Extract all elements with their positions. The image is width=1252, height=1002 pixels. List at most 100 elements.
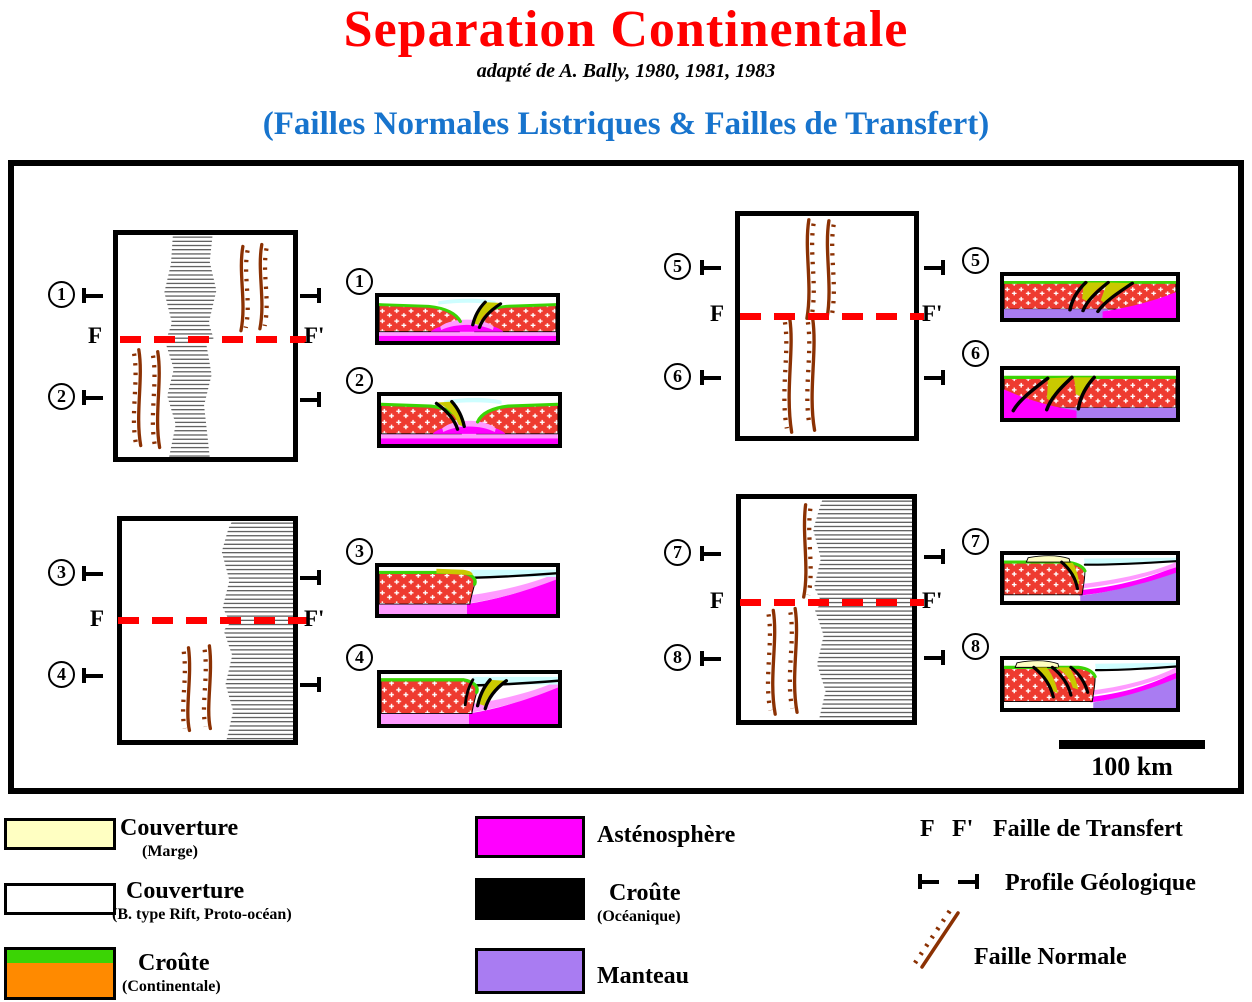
map-stage-3-4 (117, 516, 298, 745)
profile-endpoint-icon (300, 288, 321, 303)
profile-marker-2: 2 (48, 383, 75, 410)
section-svg-7 (1004, 555, 1176, 601)
profile-marker-8: 8 (664, 644, 691, 671)
section-svg-2 (381, 396, 558, 444)
transfer-fault-line (740, 599, 924, 606)
proto-ocean-band (164, 235, 217, 457)
legend-sub: (Continentale) (122, 977, 221, 995)
legend-label-couverture-rift: Couverture (B. type Rift, Proto-océan) (112, 878, 292, 924)
section-svg-8 (1004, 660, 1176, 708)
profile-endpoint-icon (300, 570, 321, 585)
transfer-label-f: F (710, 588, 725, 613)
transfer-label-f: F (88, 323, 103, 348)
profile-marker-7: 7 (664, 539, 691, 566)
profile-marker-3: 3 (48, 559, 75, 586)
section-label-4: 4 (346, 644, 373, 671)
transfer-label-f: F (90, 606, 105, 631)
profile-endpoint-icon (82, 566, 103, 581)
cross-section-5 (1000, 272, 1180, 322)
section-label-1: 1 (346, 268, 373, 295)
legend-normal-fault-label: Faille Normale (974, 944, 1127, 970)
legend-sub: (Marge) (142, 842, 198, 860)
map-stage-5-6 (735, 211, 919, 441)
section-label-2: 2 (346, 367, 373, 394)
profile-endpoint-icon (924, 549, 945, 564)
legend-transfer-f-prime: F' (952, 816, 974, 842)
transfer-fault-line (118, 617, 308, 624)
proto-ocean-band (813, 499, 912, 720)
legend-label-manteau: Manteau (597, 963, 689, 991)
legend-title: Couverture (120, 815, 239, 841)
cross-section-6 (1000, 366, 1180, 422)
legend-label-astenosphere: Asténosphère (597, 822, 735, 850)
legend-swatch-green-strip (7, 950, 113, 963)
profile-marker-1: 1 (48, 281, 75, 308)
page-title: Separation Continentale (343, 1, 909, 58)
cross-section-1 (375, 293, 560, 345)
section-svg-6 (1004, 370, 1176, 418)
profile-endpoint-icon (700, 546, 721, 561)
map-stage-7-8 (736, 494, 917, 725)
legend-label-croute-continentale: Croûte (Continentale) (122, 950, 221, 996)
legend-swatch-croute-oceanique (475, 878, 585, 920)
legend-swatch-couverture-rift (4, 883, 116, 915)
legend-sub: (Océanique) (597, 907, 681, 925)
legend-swatch-astenosphere (475, 816, 585, 858)
profile-marker-6: 6 (664, 363, 691, 390)
cross-section-2 (377, 392, 562, 448)
legend-transfer-label: Faille de Transfert (993, 816, 1183, 842)
section-svg-3 (379, 567, 556, 614)
profile-endpoint-icon (924, 370, 945, 385)
legend-title: Couverture (126, 878, 245, 904)
scale-bar (1059, 740, 1205, 749)
section-label-3: 3 (346, 538, 373, 565)
profile-endpoint-icon (924, 260, 945, 275)
profile-endpoint-icon (700, 370, 721, 385)
legend-title: Croûte (138, 950, 210, 976)
attribution: adapté de A. Bally, 1980, 1981, 1983 (476, 60, 776, 82)
normal-fault-icon (913, 907, 960, 969)
cross-section-4 (377, 670, 562, 728)
legend-label-couverture-marge: Couverture (Marge) (120, 815, 238, 861)
profile-endpoint-icon (300, 677, 321, 692)
proto-ocean-band (221, 521, 293, 740)
normal-faults-map (765, 503, 813, 716)
profile-endpoint-icon (82, 288, 103, 303)
transfer-label-f-prime: F' (922, 301, 943, 326)
transfer-fault-line (740, 313, 924, 320)
transfer-label-f-prime: F' (922, 588, 943, 613)
profile-marker-5: 5 (664, 253, 691, 280)
legend-title: Manteau (597, 963, 689, 989)
section-svg-5 (1004, 276, 1176, 318)
normal-faults-map (131, 242, 269, 450)
transfer-label-f: F (710, 301, 725, 326)
profile-endpoint-icon (300, 392, 321, 407)
legend-title: Asténosphère (597, 822, 736, 848)
transfer-fault-line (120, 336, 306, 343)
transfer-label-f-prime: F' (304, 323, 325, 348)
subtitle: (Failles Normales Listriques & Failles d… (262, 106, 990, 142)
map-svg-5-6 (782, 218, 836, 434)
legend-swatch-couverture-marge (4, 818, 116, 850)
section-label-7: 7 (962, 528, 989, 555)
section-label-5: 5 (962, 247, 989, 274)
legend-swatch-manteau (475, 948, 585, 994)
profile-endpoint-icon (700, 260, 721, 275)
cross-section-7 (1000, 551, 1180, 605)
map-svg-7-8 (765, 499, 912, 720)
legend-label-croute-oceanique: Croûte (Océanique) (597, 880, 681, 926)
profile-endpoint-icon (924, 650, 945, 665)
profile-endpoint-icon (958, 874, 979, 889)
section-label-8: 8 (962, 633, 989, 660)
profile-endpoint-icon (700, 651, 721, 666)
profile-endpoint-icon (82, 390, 103, 405)
legend-transfer-f: F (920, 816, 935, 842)
profile-endpoint-icon (918, 874, 939, 889)
cross-section-3 (375, 563, 560, 618)
cross-section-8 (1000, 656, 1180, 712)
map-svg-3-4 (180, 521, 293, 740)
section-label-6: 6 (962, 340, 989, 367)
normal-faults-map (782, 218, 836, 434)
section-svg-4 (381, 674, 558, 724)
